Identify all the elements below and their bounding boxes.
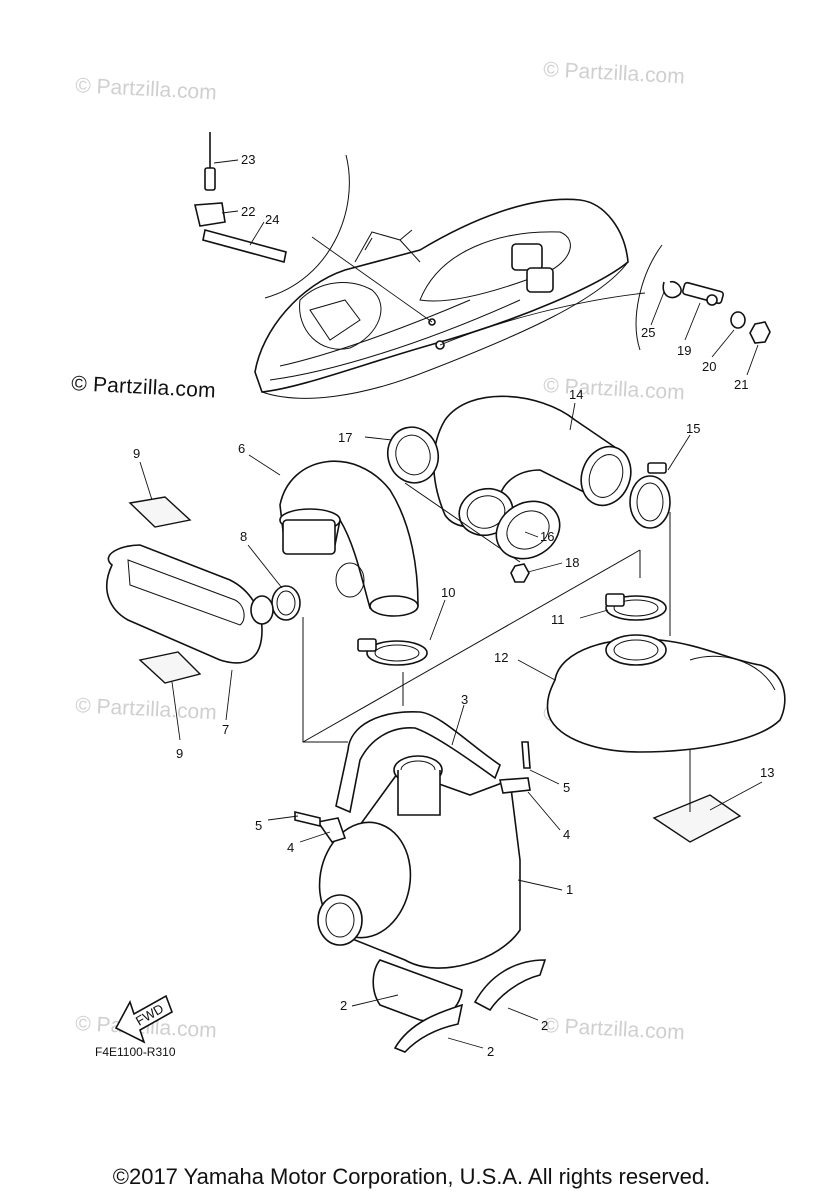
clamp-part-8	[271, 585, 301, 621]
fitting-part-19	[682, 281, 724, 306]
leader-lines	[139, 159, 763, 1049]
bolt-part-5-left	[294, 810, 321, 828]
callout-8: 8	[240, 529, 247, 544]
callout-19: 19	[677, 343, 691, 358]
silencer-part-7	[106, 544, 274, 664]
callout-14: 14	[569, 387, 583, 402]
callout-5: 5	[255, 818, 262, 833]
pad-part-13	[652, 794, 742, 843]
strap-part-3	[335, 711, 501, 814]
callout-5: 5	[563, 780, 570, 795]
callout-15: 15	[686, 421, 700, 436]
screen-part-16	[495, 500, 561, 560]
callout-24: 24	[265, 212, 279, 227]
callout-labels: 1 2 2 2 3 4 4 5 5 6 7 8 9 9 10 11 12 13 …	[133, 152, 774, 1059]
callout-7: 7	[222, 722, 229, 737]
callout-3: 3	[461, 692, 468, 707]
callout-20: 20	[702, 359, 716, 374]
callout-11: 11	[551, 612, 565, 627]
watercraft-illustration	[254, 198, 629, 399]
clamp-part-11	[605, 593, 667, 621]
callout-13: 13	[760, 765, 774, 780]
watermark-mid-left: © Partzilla.com	[75, 694, 218, 724]
hose-part-14	[433, 395, 632, 537]
callout-6: 6	[238, 441, 245, 456]
callout-4: 4	[563, 827, 570, 842]
diagram-code: F4E1100-R310	[95, 1045, 176, 1059]
callout-4: 4	[287, 840, 294, 855]
grommet-part-22	[194, 202, 226, 227]
callout-21: 21	[734, 377, 748, 392]
callout-16: 16	[540, 529, 554, 544]
bracket-part-4-left	[316, 817, 347, 843]
flange-part-17	[386, 426, 440, 484]
rivet-part-23	[204, 132, 216, 191]
washer-part-20	[730, 311, 746, 329]
callout-12: 12	[494, 650, 508, 665]
watermark-mid-right: © Partzilla.com	[543, 374, 686, 404]
pad-part-2-right	[473, 959, 547, 1012]
callout-25: 25	[641, 325, 655, 340]
watermark-top-left: © Partzilla.com	[75, 74, 218, 104]
pad-part-9-upper	[128, 496, 192, 528]
bracket-part-4-right	[499, 777, 531, 794]
fwd-arrow-icon: FWD	[114, 994, 173, 1044]
callout-1: 1	[566, 882, 573, 897]
resonator-part-12	[546, 634, 786, 753]
clamp-part-10	[357, 638, 428, 666]
callout-18: 18	[565, 555, 579, 570]
callout-2: 2	[340, 998, 347, 1013]
pad-part-9-lower	[138, 651, 202, 684]
airbox-part-1	[317, 755, 521, 969]
watermark-bottom-right: © Partzilla.com	[543, 1014, 686, 1044]
nut-part-18	[510, 563, 530, 583]
callout-17: 17	[338, 430, 352, 445]
callout-2: 2	[487, 1044, 494, 1059]
nut-part-21	[749, 321, 771, 344]
tie-strap-part-24	[202, 229, 287, 263]
clip-part-25	[662, 280, 682, 299]
assembly-lines	[302, 512, 691, 812]
pad-part-2-bottom	[393, 1003, 464, 1053]
inset-boundary-right	[635, 244, 663, 351]
callout-22: 22	[241, 204, 255, 219]
callout-2: 2	[541, 1018, 548, 1033]
callout-9: 9	[176, 746, 183, 761]
tube-part-6	[279, 460, 419, 617]
callout-9: 9	[133, 446, 140, 461]
inset-boundary-left	[264, 154, 350, 299]
clamp-part-15	[629, 462, 671, 529]
watermark-top-right: © Partzilla.com	[543, 58, 686, 88]
bolt-part-5-right	[521, 741, 531, 769]
pad-part-2-under	[372, 959, 463, 1022]
callout-23: 23	[241, 152, 255, 167]
callout-10: 10	[441, 585, 455, 600]
copyright-notice: ©2017 Yamaha Motor Corporation, U.S.A. A…	[112, 1164, 711, 1189]
